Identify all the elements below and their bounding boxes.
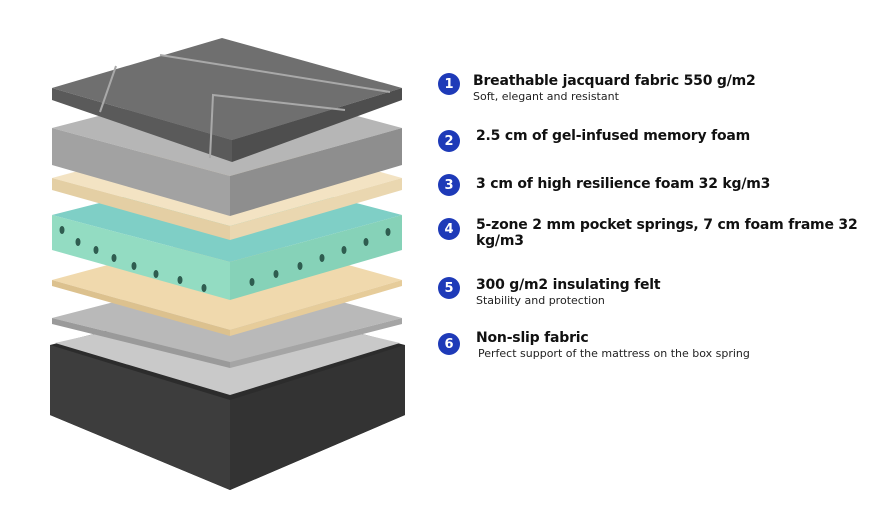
legend-item-6: 6 Non-slip fabric Perfect support of the…	[438, 330, 750, 361]
number-badge: 4	[438, 218, 460, 240]
layer-title: 5-zone 2 mm pocket springs, 7 cm foam fr…	[476, 217, 858, 249]
legend-item-3: 3 3 cm of high resilience foam 32 kg/m3	[438, 174, 770, 196]
layer-title: Breathable jacquard fabric 550 g/m2	[473, 73, 756, 89]
legend-item-4: 4 5-zone 2 mm pocket springs, 7 cm foam …	[438, 217, 858, 249]
layer-title: 2.5 cm of gel-infused memory foam	[476, 128, 751, 144]
layer-subtitle: Soft, elegant and resistant	[473, 90, 619, 103]
number-badge: 1	[438, 73, 460, 95]
number-badge: 5	[438, 277, 460, 299]
number-badge: 6	[438, 333, 460, 355]
layer-title: Non-slip fabric	[476, 330, 589, 346]
layer-title: 300 g/m2 insulating felt	[476, 277, 661, 293]
number-badge: 2	[438, 130, 460, 152]
layer-subtitle: Stability and protection	[476, 294, 605, 307]
layer-title: 3 cm of high resilience foam 32 kg/m3	[476, 176, 771, 192]
number-badge: 3	[438, 174, 460, 196]
mattress-exploded-illustration	[0, 0, 430, 524]
legend-item-1: 1 Breathable jacquard fabric 550 g/m2 So…	[438, 73, 756, 104]
layer-legend: 1 Breathable jacquard fabric 550 g/m2 So…	[438, 0, 868, 524]
layer-subtitle: Perfect support of the mattress on the b…	[478, 347, 750, 360]
jacquard-fabric-layer	[52, 38, 402, 162]
legend-item-2: 2 2.5 cm of gel-infused memory foam	[438, 128, 750, 152]
legend-item-5: 5 300 g/m2 insulating felt Stability and…	[438, 277, 661, 308]
